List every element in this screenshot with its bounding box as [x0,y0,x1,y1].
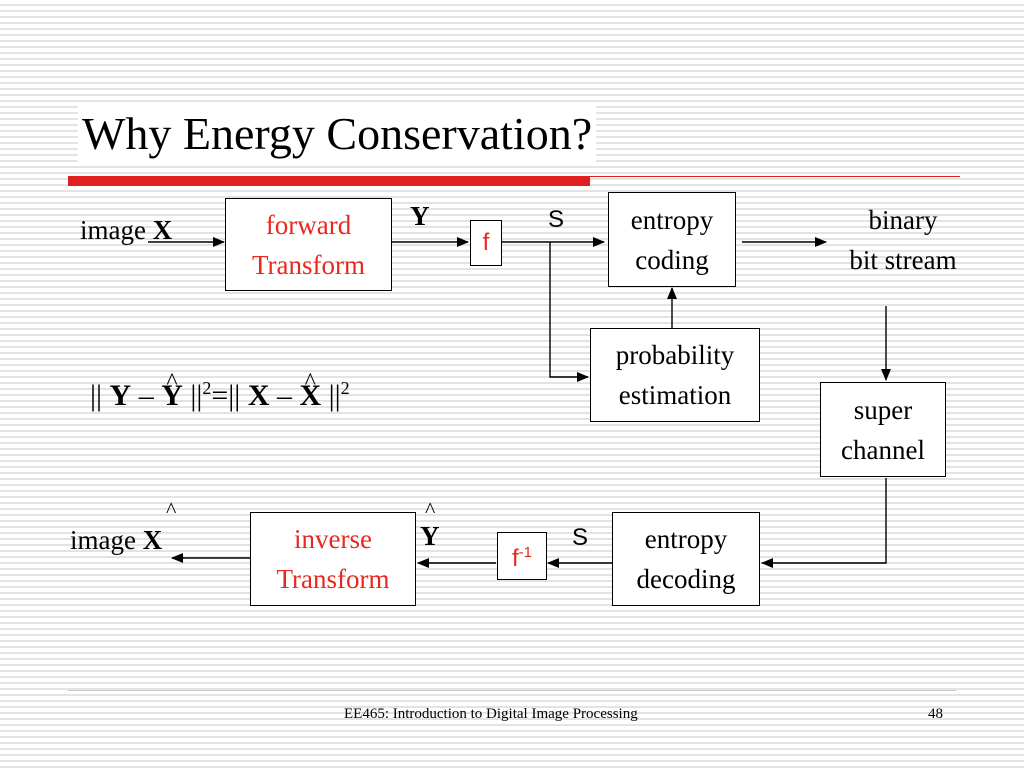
formula-minus-right: – [269,379,300,412]
f-inverse-box: f-1 [497,532,547,580]
footer-divider [68,690,956,691]
output-image-text: image [70,525,143,555]
binary-bit-stream-label: binary bit stream [828,200,978,280]
formula-x-hat: ^X [299,369,322,416]
output-image-symbol: X [142,525,163,555]
y-hat-mark: ^ [425,497,436,522]
formula-x: X [247,379,270,412]
entropy-decoding-line1: entropy [644,524,728,554]
formula-norm-open-right: || [228,379,248,412]
formula-norm-close-right: || [321,379,341,412]
forward-transform-line2: Transform [251,249,365,280]
inverse-transform-line2: Transform [276,564,390,594]
entropy-decoding-box: entropy decoding [612,512,760,606]
forward-transform-box: forward Transform [225,198,392,291]
y-hat-label: Y [420,521,440,551]
formula-square-right: 2 [340,378,350,398]
f-inverse-exponent: -1 [518,544,532,561]
input-image-symbol: X [152,215,173,245]
formula-norm-close-left: || [182,379,203,412]
f-inverse-label: f-1 [512,538,532,574]
x-hat-mark: ^ [166,497,177,522]
s-label-top: S [548,206,565,233]
arrow-s-to-probability [549,242,589,382]
formula-equals: = [211,379,229,412]
title-underline-thin [590,176,960,177]
formula-minus-left: – [131,379,162,412]
binary-bit-stream-line2: bit stream [849,245,957,275]
energy-conservation-formula: || Y – ^Y ||2=|| X – ^X ||2 [90,368,350,416]
f-box-label: f [482,229,490,256]
probability-estimation-box: probability estimation [590,328,760,422]
formula-y-hat: ^Y [161,369,183,416]
y-label: Y [410,201,430,231]
entropy-coding-line1: entropy [630,204,714,235]
super-channel-line2: channel [841,434,925,465]
super-channel-line1: super [853,394,913,425]
entropy-decoding-line2: decoding [636,564,736,594]
inverse-transform-line1: inverse [294,524,372,554]
forward-transform-line1: forward [265,209,352,240]
inverse-transform-box: inverse Transform [250,512,416,606]
formula-x-hat-mark: ^ [304,369,316,395]
output-image-label: image X [70,524,162,556]
arrow-channel-to-decoding [761,478,887,568]
input-image-text: image [80,215,153,245]
input-image-label: image X [80,214,172,246]
s-label-bottom: S [572,524,589,551]
super-channel-box: super channel [820,382,946,477]
formula-y: Y [109,379,132,412]
formula-norm-open-left: || [90,379,110,412]
binary-bit-stream-line1: binary [868,205,938,235]
footer-course-title: EE465: Introduction to Digital Image Pro… [344,706,638,722]
f-box: f [470,220,502,266]
formula-y-hat-letter: Y [161,379,183,412]
formula-y-hat-mark: ^ [166,369,178,395]
slide-title: Why Energy Conservation? [78,104,597,164]
formula-x-hat-letter: X [299,379,322,412]
title-underline-thick [68,176,590,186]
entropy-coding-box: entropy coding [608,192,736,287]
slide-page-number: 48 [928,706,943,722]
entropy-coding-line2: coding [635,244,709,275]
probability-estimation-line2: estimation [618,380,732,410]
formula-square-left: 2 [202,378,212,398]
probability-estimation-line1: probability [615,340,735,370]
f-inverse-base: f [511,545,519,572]
